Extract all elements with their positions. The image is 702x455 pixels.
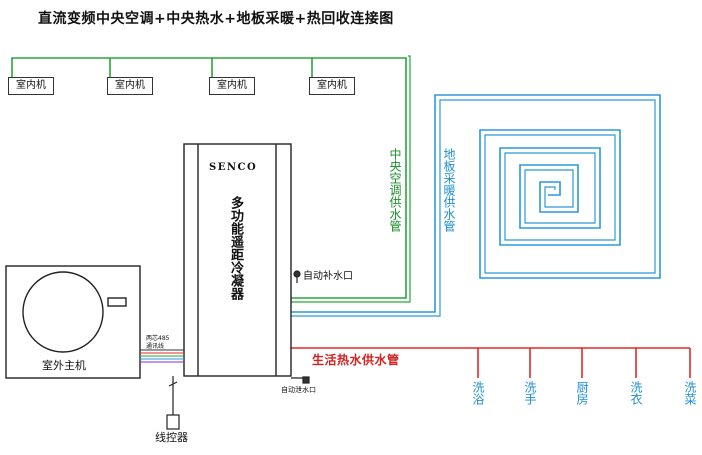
auto-fill-label: 自动补水口 xyxy=(303,271,353,282)
diagram-title: 直流变频中央空调+中央热水+地板采暖+热回收连接图 xyxy=(38,11,394,27)
outlet-hand-wash: 洗手 xyxy=(523,381,537,405)
outlet-shower: 洗浴 xyxy=(471,381,485,405)
fittings xyxy=(291,270,310,384)
indoor-unit-4: 室内机 xyxy=(309,77,355,95)
outdoor-unit-shape xyxy=(5,265,141,379)
hot-water-pipe-label: 生活热水供水管 xyxy=(312,353,400,367)
comm-line-label-2: 通讯线 xyxy=(146,343,165,350)
controller-label: 线控器 xyxy=(155,431,188,444)
ac-supply-label: 中央空调供水管 xyxy=(388,148,402,232)
hot-water-pipe xyxy=(291,347,691,378)
brand-logo: SENCO xyxy=(209,162,258,173)
outdoor-unit-label: 室外主机 xyxy=(42,359,86,372)
indoor-unit-2: 室内机 xyxy=(107,77,153,95)
outlet-vegetable-wash: 洗菜 xyxy=(683,381,697,405)
comm-line-label-1: 两芯485 xyxy=(146,335,170,342)
main-unit-name: 多功能遥距冷凝器 xyxy=(228,196,243,300)
outlet-kitchen: 厨房 xyxy=(575,381,589,405)
ac-supply-pipe xyxy=(11,55,411,303)
main-unit-shape xyxy=(183,143,292,377)
indoor-unit-1: 室内机 xyxy=(8,77,54,95)
floor-supply-label: 地板采暖供水管 xyxy=(442,148,456,232)
comm-lines xyxy=(140,349,184,363)
outlet-laundry: 洗衣 xyxy=(629,381,643,405)
indoor-unit-3: 室内机 xyxy=(209,77,255,95)
controller-shape xyxy=(166,376,180,430)
auto-drain-label: 自动泄水口 xyxy=(281,386,316,394)
floor-heating-coil xyxy=(291,94,661,317)
